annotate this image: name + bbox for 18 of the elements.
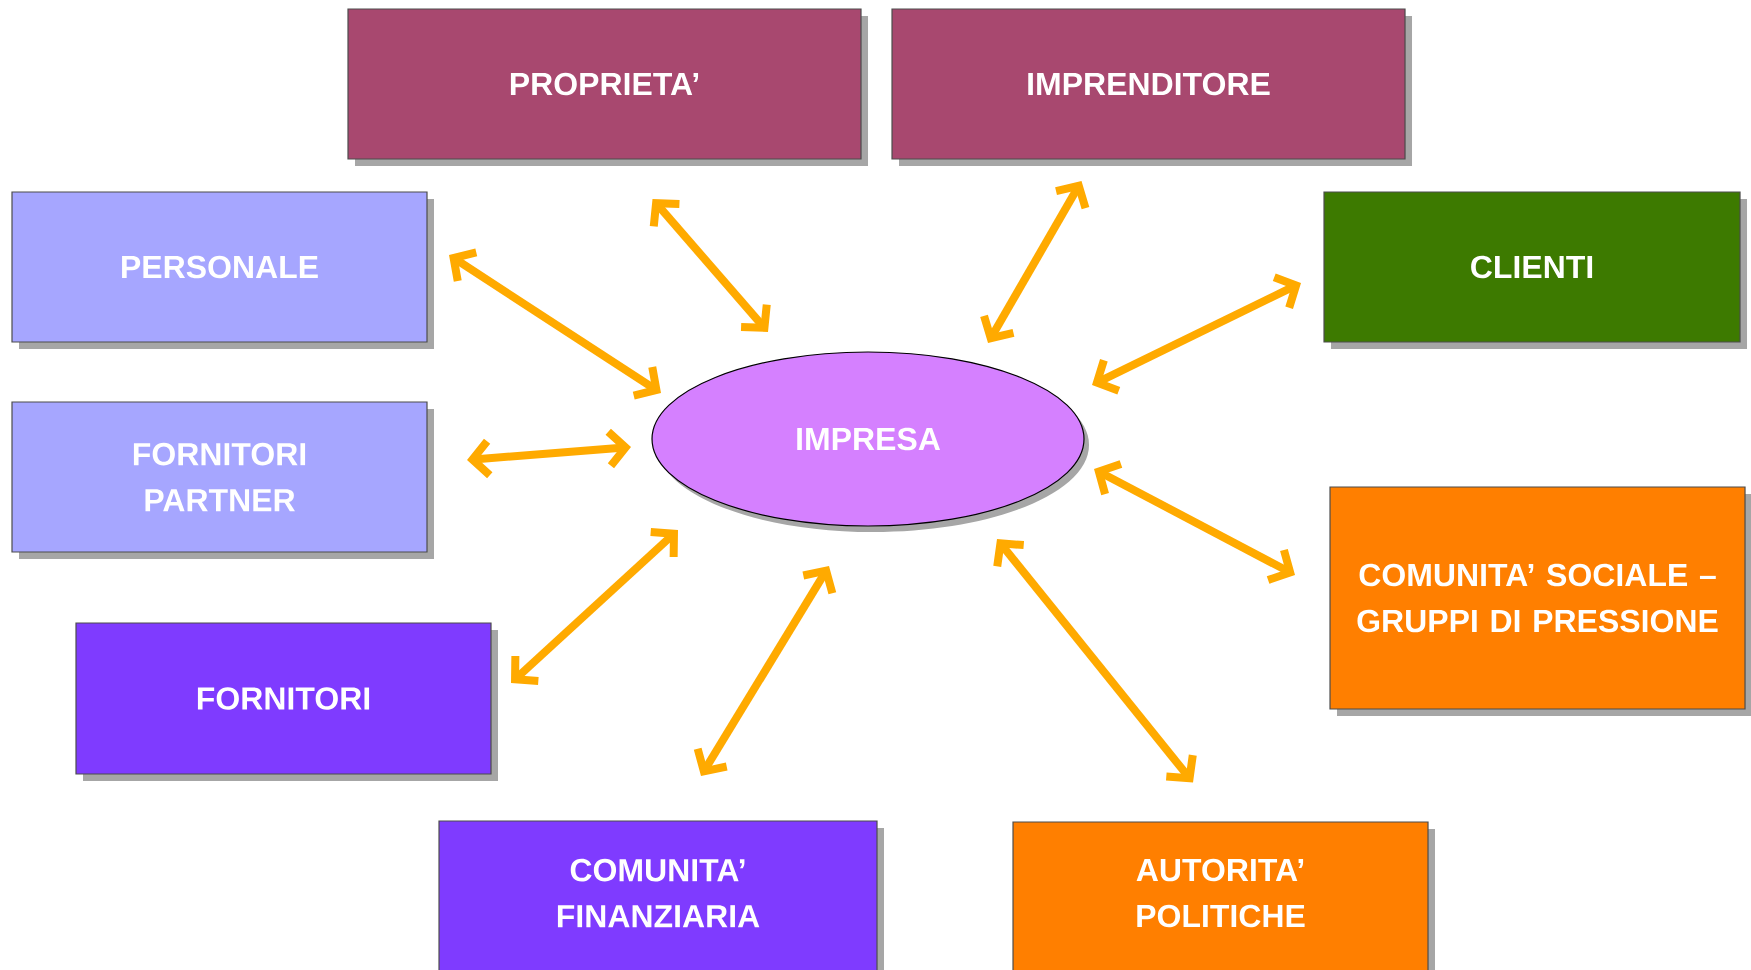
process-box: FORNITORI PARTNER [11, 401, 434, 559]
process-box: COMUNITA’ SOCIALE – GRUPPI DI PRESSIONE [1329, 486, 1751, 716]
arrow [649, 199, 771, 332]
arrow [693, 566, 837, 776]
arrow [511, 528, 678, 685]
arrow [980, 181, 1090, 343]
process-box: FORNITORI [75, 622, 498, 781]
process-box: AUTORITA’ POLITICHE [1012, 821, 1435, 970]
arrow [467, 428, 631, 479]
arrow [1094, 460, 1296, 584]
process-box: PROPRIETA’ [347, 8, 868, 166]
arrow [993, 539, 1197, 783]
arrow [449, 248, 661, 400]
arrow [1092, 273, 1301, 395]
process-box: COMUNITA’ FINANZIARIA [438, 820, 884, 970]
process-box: CLIENTI [1323, 191, 1747, 349]
process-box: IMPRENDITORE [891, 8, 1412, 166]
process-box: PERSONALE [11, 191, 434, 349]
